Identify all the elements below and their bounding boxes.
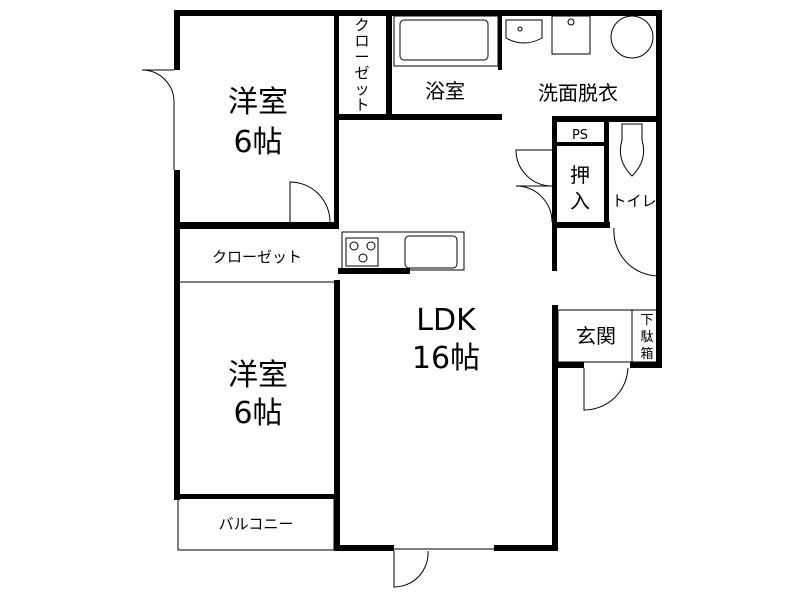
- ldk-size: 16帖: [412, 341, 480, 376]
- oshiire-label-2: 入: [570, 189, 590, 213]
- washroom-label: 洗面脱衣: [538, 81, 618, 105]
- closet-top-char: ー: [354, 48, 369, 66]
- outer-walls: [174, 10, 662, 551]
- closet-top-char: ゼ: [354, 64, 369, 82]
- balcony-label: バルコニー: [219, 515, 294, 533]
- closet-top-char: ク: [354, 16, 369, 34]
- closet-top-char: ッ: [354, 80, 369, 98]
- oshiire-label-1: 押: [570, 163, 590, 187]
- bedroom1-size: 6帖: [233, 125, 282, 160]
- bath-label: 浴室: [425, 79, 465, 103]
- getabako-label-2: 駄: [640, 330, 653, 345]
- getabako-label-1: 下: [640, 313, 653, 328]
- ldk-name: LDK: [416, 303, 477, 338]
- closet-mid-label: クローゼット: [212, 248, 302, 266]
- closet-top-char: ト: [354, 96, 369, 114]
- fixtures: [177, 15, 659, 551]
- bedroom2-size: 6帖: [233, 396, 282, 431]
- bedroom2-name: 洋室: [228, 358, 288, 393]
- closet-top-char: ロ: [354, 32, 369, 50]
- bedroom1-name: 洋室: [228, 85, 288, 120]
- genkan-label: 玄関: [576, 324, 616, 348]
- closet-top-label: クローゼット: [354, 16, 369, 114]
- getabako-label-3: 箱: [640, 346, 653, 362]
- ps-label: PS: [572, 128, 588, 143]
- doors: [141, 69, 659, 588]
- toilet-label: トイレ: [611, 192, 656, 210]
